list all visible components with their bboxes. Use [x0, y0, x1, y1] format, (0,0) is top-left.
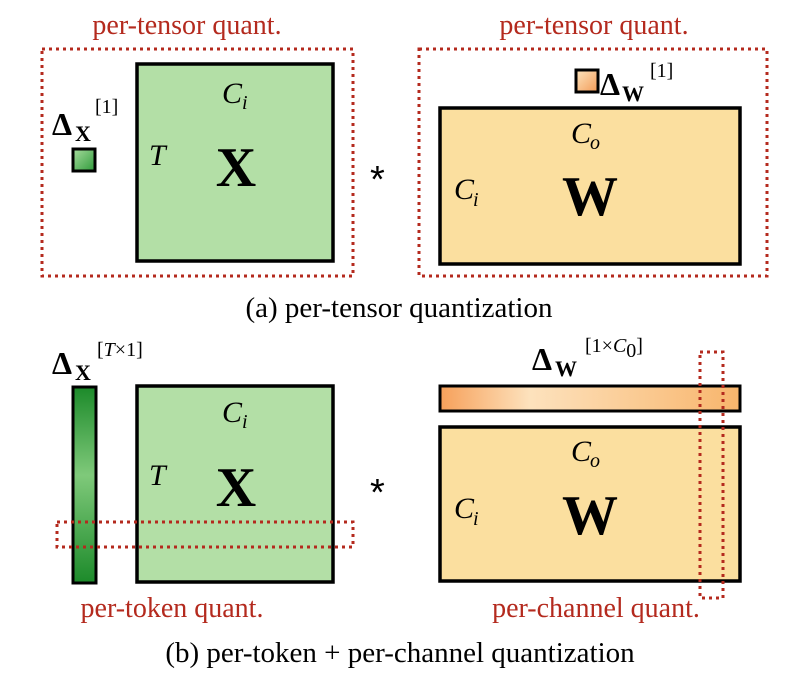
svg-text:[1×C0]: [1×C0]	[585, 335, 643, 362]
svg-text:[1]: [1]	[650, 60, 673, 82]
svg-text:Δ: Δ	[600, 66, 620, 102]
svg-text:W: W	[622, 81, 644, 106]
w-rows-label-b: C	[454, 492, 475, 525]
per-token-label: per-token quant.	[81, 593, 264, 624]
delta-x-scale-a: Δ X [1]	[52, 96, 118, 146]
per-token-scale-bar	[71, 385, 98, 585]
x-matrix-b	[135, 384, 335, 584]
per-channel-label: per-channel quant.	[492, 593, 700, 624]
svg-text:X: X	[75, 360, 91, 385]
w-cols-label-b: C	[571, 435, 592, 468]
scale-square-x-a	[71, 147, 97, 173]
svg-text:Δ: Δ	[532, 341, 552, 377]
w-cols-sub-b: o	[590, 450, 600, 472]
caption-b: (b) per-token + per-channel quantization	[165, 637, 635, 669]
w-cols-label-a: C	[571, 117, 592, 150]
x-matrix-label-b: X	[216, 457, 256, 519]
per-tensor-region-w	[417, 47, 769, 278]
multiply-operator-a: *	[370, 159, 385, 201]
x-cols-label-b: C	[222, 396, 243, 429]
svg-text:[1]: [1]	[95, 96, 118, 118]
delta-w-scale-b: Δ W [1×C0]	[532, 335, 643, 381]
x-matrix-a	[135, 62, 335, 263]
delta-x-scale-b: Δ X [T×1]	[52, 339, 143, 385]
w-matrix-label-b: W	[562, 485, 618, 547]
multiply-operator-b: *	[370, 472, 385, 514]
x-matrix-label-a: X	[216, 137, 256, 199]
svg-text:W: W	[555, 356, 577, 381]
per-tensor-title-left: per-tensor quant.	[92, 10, 281, 41]
scale-square-w-a	[574, 68, 600, 94]
x-rows-label-b: T	[149, 459, 168, 492]
w-rows-label-a: C	[454, 173, 475, 206]
delta-w-scale-a: Δ W [1]	[600, 60, 673, 106]
caption-a: (a) per-tensor quantization	[245, 292, 553, 324]
x-rows-label-a: T	[149, 139, 168, 172]
svg-text:Δ: Δ	[52, 106, 72, 142]
svg-text:Δ: Δ	[52, 345, 72, 381]
svg-text:X: X	[75, 121, 91, 146]
per-tensor-region-x	[40, 47, 355, 278]
w-rows-sub-b: i	[473, 508, 479, 530]
per-token-region	[55, 520, 355, 549]
x-cols-sub-a: i	[242, 92, 248, 114]
svg-text:[T×1]: [T×1]	[97, 339, 143, 361]
w-cols-sub-a: o	[590, 132, 600, 154]
per-tensor-title-right: per-tensor quant.	[499, 10, 688, 41]
x-cols-label-a: C	[222, 77, 243, 110]
w-matrix-a	[438, 106, 742, 266]
w-rows-sub-a: i	[473, 189, 479, 211]
per-channel-scale-bar	[438, 384, 742, 413]
per-channel-region	[698, 350, 725, 600]
w-matrix-b	[438, 425, 742, 583]
w-matrix-label-a: W	[562, 166, 618, 228]
x-cols-sub-b: i	[242, 411, 248, 433]
